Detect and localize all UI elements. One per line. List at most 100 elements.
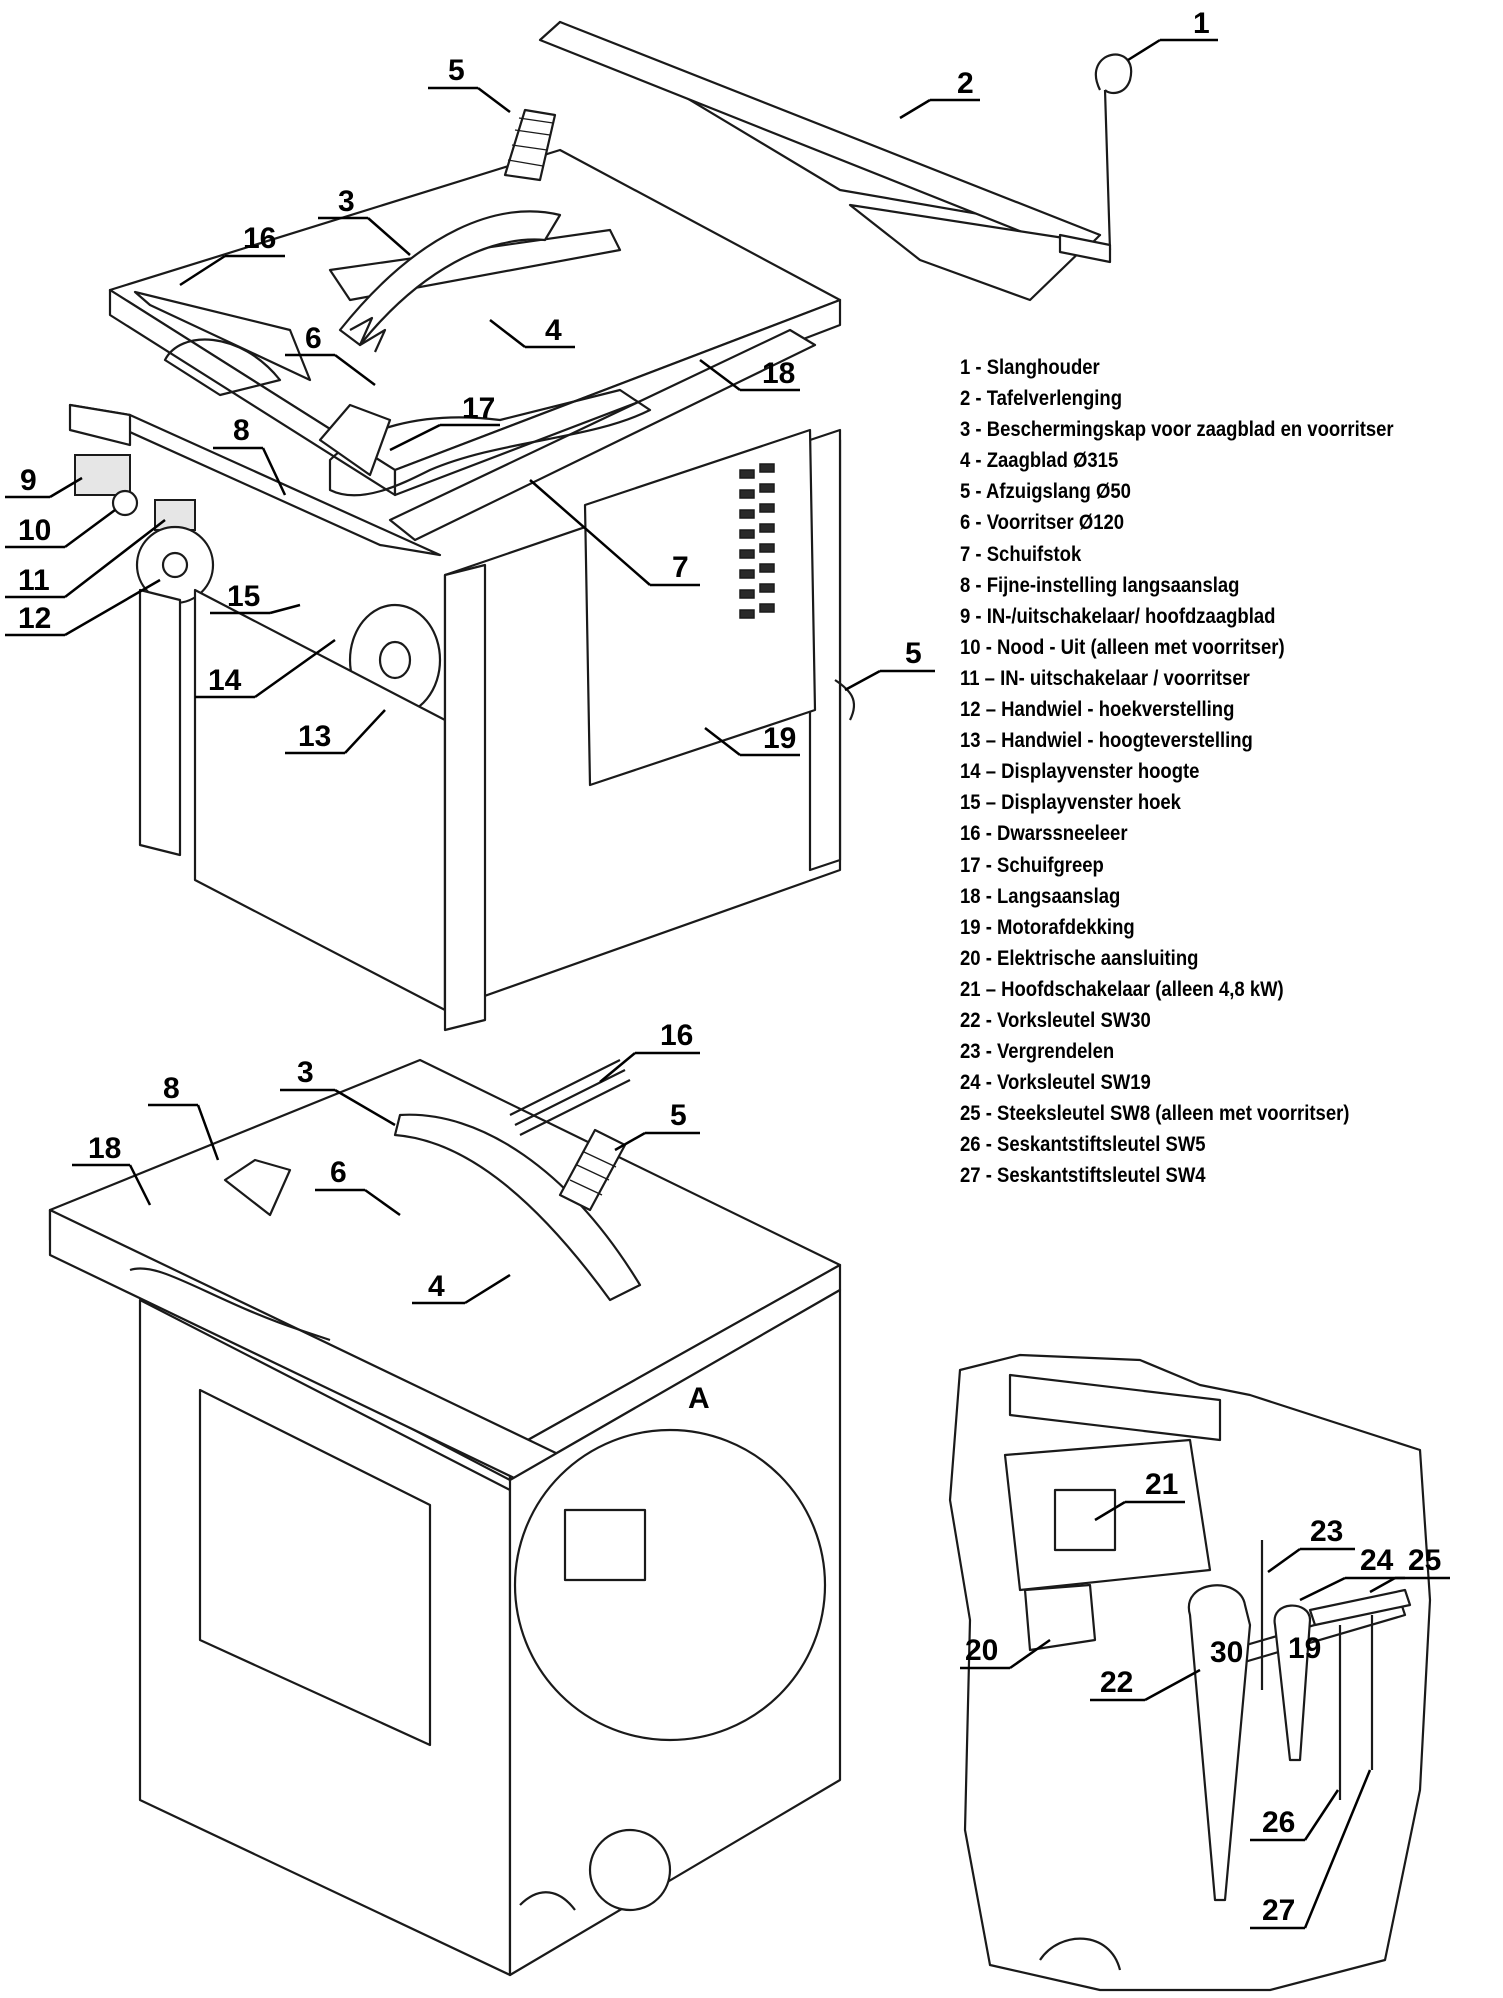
bottom-machine-illustration: A [48,1058,842,1977]
callout-4: 4 [545,314,562,347]
blade-guard-rear [393,1113,642,1302]
callout-5-rear: 5 [670,1099,687,1132]
detail-rail [1008,1373,1222,1442]
legend-item-4: 4 - Zaagblad Ø315 [960,448,1119,473]
legend-item-16: 16 - Dwarssneeleer [960,821,1128,846]
legend-item-1: 1 - Slanghouder [960,355,1100,379]
hose-holder [1094,53,1133,251]
dust-hose-side [834,679,856,721]
legend-item-24: 24 - Vorksleutel SW19 [960,1070,1151,1095]
legend-item-20: 20 - Elektrische aansluiting [960,945,1199,970]
dust-hose-top [503,108,557,182]
callout-4-rear: 4 [428,1270,445,1303]
callout-16-rear: 16 [660,1019,693,1052]
callout-5-side: 5 [905,637,922,670]
main-switch-top [74,454,131,496]
detail-view-illustration: 30 19 [948,1353,1432,1992]
main-switch-knob [1053,1488,1117,1552]
leg-front-right [443,563,487,1032]
motor-cover [583,428,817,787]
callout-21: 21 [1145,1468,1178,1501]
push-grip-rear [223,1158,292,1217]
callout-5-top: 5 [448,54,465,87]
wrench-sw30 [1187,1584,1252,1902]
callout-17: 17 [462,392,495,425]
callout-8-top: 8 [233,414,250,447]
callout-3: 3 [338,185,355,218]
callouts-detail: 20 21 22 23 24 25 26 27 [960,1468,1450,1930]
legend-item-15: 15 – Displayvenster hoek [960,790,1181,815]
crosscut-fence [133,290,312,382]
push-stick-rear [129,1267,331,1342]
callout-3-rear: 3 [297,1056,314,1089]
spanner-sw8 [1308,1588,1412,1627]
callout-6-rear: 6 [330,1156,347,1189]
legend-item-26: 26 - Seskantstiftsleutel SW5 [960,1132,1206,1157]
callouts-bottom: 3 4 5 6 8 16 18 [72,1019,700,1305]
wrench-19-marking: 19 [1288,1632,1321,1665]
callout-19: 19 [763,722,796,755]
leg-front-left [138,588,182,857]
parts-legend: 1 - Slanghouder 2 - Tafelverlenging 3 - … [960,352,1424,1192]
emergency-stop [111,489,139,517]
table-marking: A [688,1382,710,1415]
legend-item-3: 3 - Beschermingskap voor zaagblad en voo… [960,417,1394,442]
callout-14: 14 [208,664,242,697]
legend-item-14: 14 – Displayvenster hoogte [960,759,1200,784]
wrench-sw19 [1273,1604,1312,1762]
legend-item-2: 2 - Tafelverlenging [960,386,1123,411]
callout-20: 20 [965,1634,998,1667]
dust-hose-port [519,1891,576,1911]
legend-item-21: 21 – Hoofdschakelaar (alleen 4,8 kW) [960,976,1284,1001]
top-machine-illustration [68,20,1133,1032]
callout-18-top: 18 [762,357,795,390]
push-stick [328,388,652,497]
crosscut-fence-rear [509,1059,631,1136]
main-switch-small [563,1508,647,1582]
rip-fence [388,328,817,542]
legend-item-18: 18 - Langsaanslag [960,883,1121,908]
legend-item-8: 8 - Fijne-instelling langsaanslag [960,572,1240,597]
callout-18-rear: 18 [88,1132,121,1165]
legend-item-10: 10 - Nood - Uit (alleen met voorritser) [960,634,1285,659]
callout-13: 13 [298,720,331,753]
wrench-30-marking: 30 [1210,1636,1243,1669]
legend-item-23: 23 - Vergrendelen [960,1039,1115,1064]
legend-item-6: 6 - Voorritser Ø120 [960,510,1125,535]
callout-7: 7 [672,551,689,584]
leg-back-right [808,428,842,872]
callout-2: 2 [957,67,974,100]
motor-cover-vents [739,463,775,619]
legend-item-17: 17 - Schuifgreep [960,852,1104,877]
legend-item-11: 11 – IN- uitschakelaar / voorritser [960,665,1250,690]
callout-25: 25 [1408,1544,1441,1577]
extraction-port [588,1828,672,1912]
callout-23: 23 [1310,1515,1343,1548]
detail-magnifier-circle [513,1428,827,1742]
callout-16-top: 16 [243,222,276,255]
callout-11: 11 [18,564,50,597]
mitre-scale [163,338,282,397]
legend-item-27: 27 - Seskantstiftsleutel SW4 [960,1163,1206,1188]
detail-port-edge [1039,1937,1122,1971]
legend-item-12: 12 – Handwiel - hoekverstelling [960,697,1235,722]
callout-27: 27 [1262,1894,1295,1927]
legend-item-5: 5 - Afzuigslang Ø50 [960,479,1131,504]
callout-10: 10 [18,514,51,547]
legend-item-25: 25 - Steeksleutel SW8 (alleen met voorri… [960,1101,1350,1126]
electrical-connection [1023,1583,1097,1652]
callouts-top: 1 2 3 4 5 5 6 7 8 9 10 11 12 13 14 15 16 [5,7,1218,757]
callout-24: 24 [1360,1544,1394,1577]
scorer-switch [154,499,196,531]
detail-outline [948,1353,1432,1992]
callout-12: 12 [18,602,51,635]
callout-9: 9 [20,464,37,497]
legend-item-9: 9 - IN-/uitschakelaar/ hoofdzaagblad [960,603,1276,628]
callout-22: 22 [1100,1666,1133,1699]
callout-1: 1 [1193,7,1210,40]
hex-keys [1338,1615,1374,1800]
callout-6-top: 6 [305,322,322,355]
legend-item-13: 13 – Handwiel - hoogteverstelling [960,728,1253,753]
cabinet-side-rear [508,1288,842,1977]
